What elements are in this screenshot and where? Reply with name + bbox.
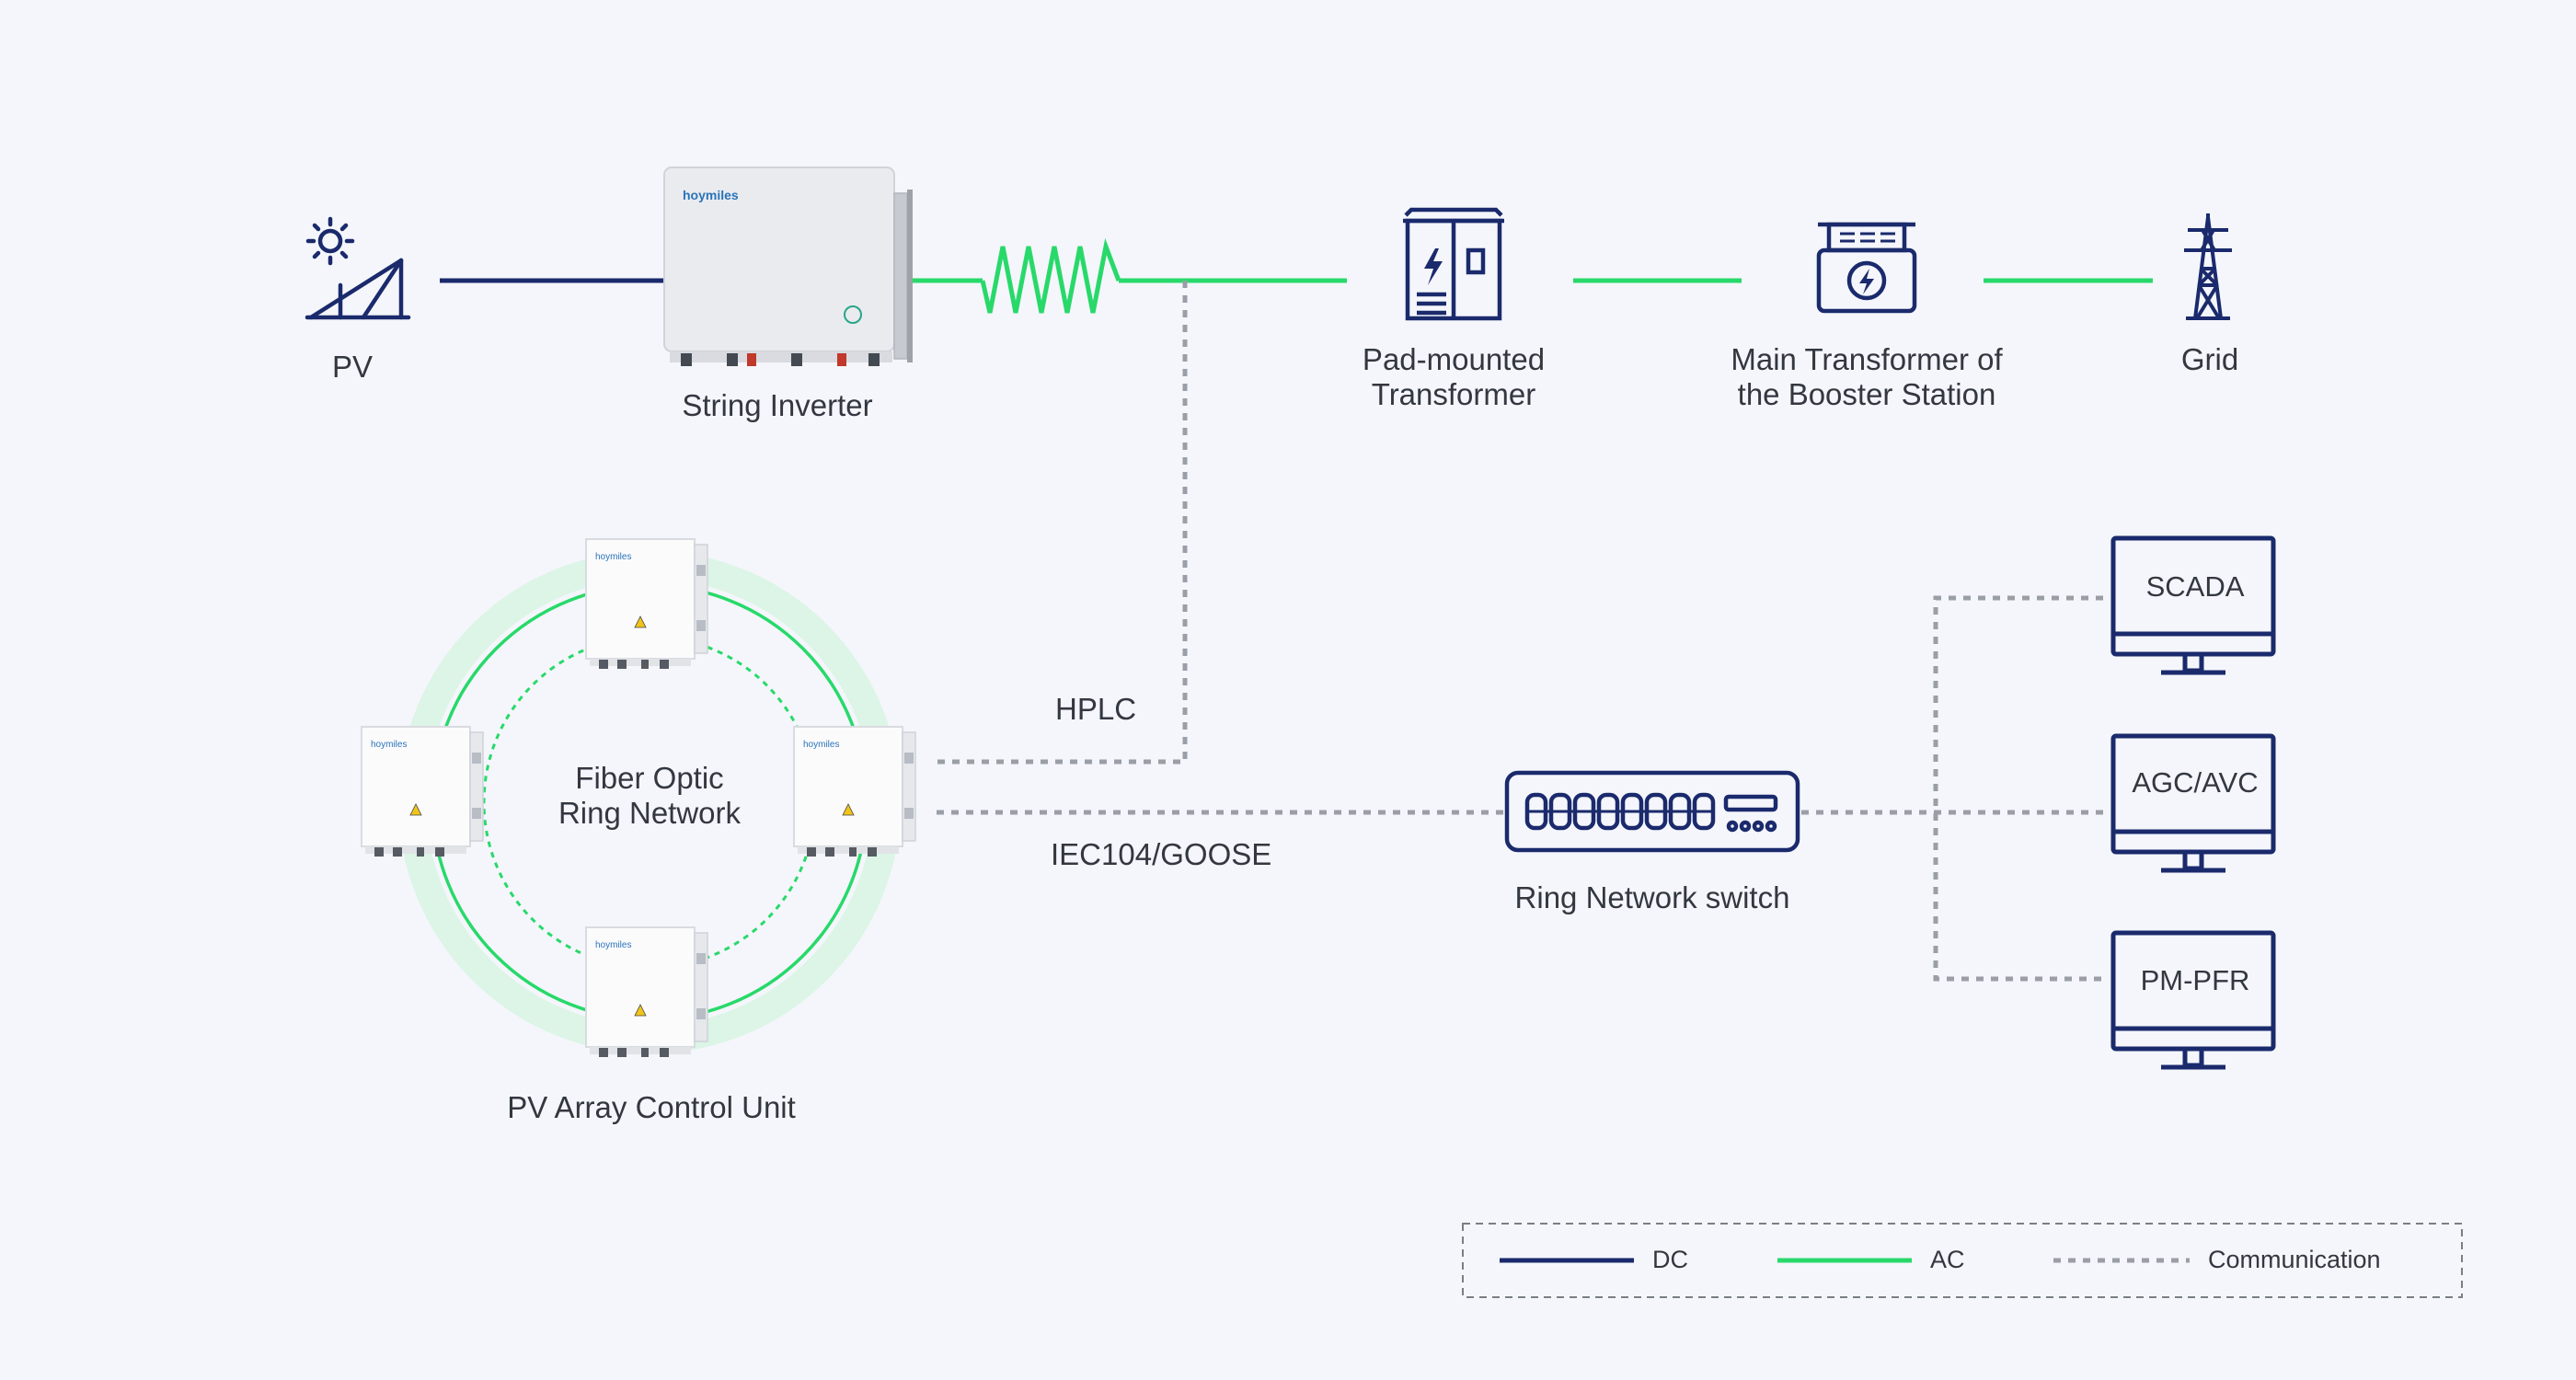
transmission-tower-icon: [2184, 213, 2232, 320]
pad-transformer-label: Pad-mounted Transformer: [1362, 342, 1546, 411]
legend-box: [1462, 1223, 2463, 1298]
network-switch-icon: [1504, 770, 1800, 853]
solar-panel-icon: [305, 216, 411, 320]
pv-label: PV: [331, 350, 374, 384]
grid-label: Grid: [2180, 342, 2239, 376]
main-transformer-label: Main Transformer of the Booster Station: [1731, 342, 2003, 411]
control-unit-label: PV Array Control Unit: [507, 1090, 796, 1124]
monitor-pmpfr-label: PM-PFR: [2140, 964, 2250, 996]
main-transformer-icon: [1816, 222, 1917, 314]
legend-ac-label: AC: [1930, 1246, 1965, 1273]
ac-line-main: [913, 237, 2153, 314]
monitor-scada-icon: [2113, 538, 2273, 673]
string-inverter-image: [663, 167, 913, 366]
monitor-pmpfr-icon: [2113, 933, 2273, 1067]
control-unit-bottom: [585, 926, 708, 1058]
hplc-label: HPLC: [1055, 692, 1137, 726]
ring-label: Fiber Optic Ring Network: [558, 761, 742, 830]
legend-dc-label: DC: [1652, 1246, 1688, 1273]
legend-comm-label: Communication: [2208, 1246, 2381, 1273]
hplc-comm-line: [937, 281, 1188, 765]
pad-transformer-icon: [1403, 207, 1504, 321]
monitor-agc-label: AGC/AVC: [2132, 766, 2259, 799]
switch-monitor-comm-lines: [1801, 595, 2103, 982]
switch-label: Ring Network switch: [1514, 880, 1790, 914]
inverter-brand-logo: hoymiles: [683, 188, 739, 202]
control-unit-right: [793, 726, 916, 857]
monitor-scada-label: SCADA: [2145, 570, 2245, 603]
control-unit-top: [585, 538, 708, 670]
control-unit-left: [361, 726, 484, 857]
string-inverter-label: String Inverter: [682, 388, 873, 422]
monitor-agc-icon: [2113, 736, 2273, 870]
iec-label: IEC104/GOOSE: [1051, 837, 1272, 871]
